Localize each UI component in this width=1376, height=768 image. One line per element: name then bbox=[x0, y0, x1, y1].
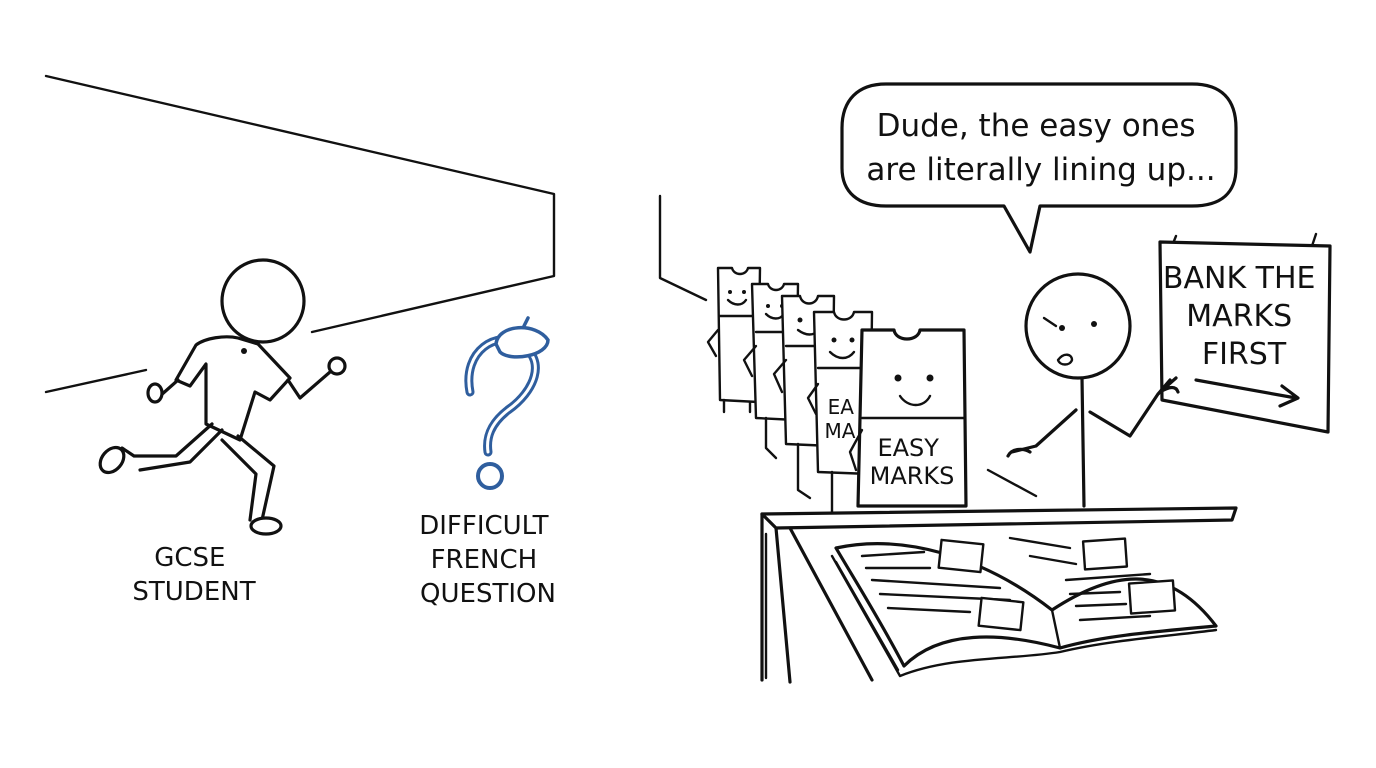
student-label: GCSE STUDENT bbox=[132, 543, 255, 607]
ticket-front-text: EASY MARKS bbox=[870, 434, 955, 490]
question-label-line-2: FRENCH bbox=[431, 545, 538, 575]
right-panel: Dude, the easy ones are literally lining… bbox=[658, 82, 1332, 684]
sign-line-1: BANK THE bbox=[1163, 261, 1316, 296]
student-shirt bbox=[174, 335, 292, 442]
student-label-line-1: GCSE bbox=[154, 543, 225, 573]
ticket-queue: EA MA EASY MARKS bbox=[706, 266, 968, 514]
question-label-line-3: QUESTION bbox=[420, 579, 556, 609]
ticket-behind-text: EA MA bbox=[825, 395, 861, 443]
speech-line-1: Dude, the easy ones bbox=[877, 108, 1196, 144]
teacher-head bbox=[1024, 272, 1132, 380]
speech-bubble: Dude, the easy ones are literally lining… bbox=[840, 82, 1238, 254]
student-label-line-2: STUDENT bbox=[132, 577, 255, 607]
sign-text: BANK THE MARKS FIRST bbox=[1163, 261, 1325, 372]
ticket-character-front: EASY MARKS bbox=[848, 328, 968, 508]
beret-icon bbox=[494, 325, 550, 359]
question-label-line-1: DIFFICULT bbox=[419, 511, 548, 541]
teacher-figure bbox=[986, 272, 1180, 508]
open-book-icon bbox=[830, 536, 1218, 678]
question-mark-icon bbox=[464, 316, 550, 490]
left-panel: GCSE STUDENT DIFFICULT FRENCH QUESTION bbox=[44, 74, 557, 609]
running-student-figure bbox=[98, 258, 347, 536]
ticket-front-line-1: EASY bbox=[877, 434, 939, 462]
question-label: DIFFICULT FRENCH QUESTION bbox=[419, 511, 557, 609]
ticket-behind-line-1: EA bbox=[828, 395, 855, 419]
speech-line-2: are literally lining up... bbox=[866, 152, 1215, 188]
sign-line-3: FIRST bbox=[1202, 337, 1287, 372]
student-head bbox=[220, 258, 306, 344]
corner-wall-lines bbox=[658, 194, 708, 302]
arrow-right-icon bbox=[1194, 378, 1300, 408]
corridor-lines bbox=[44, 74, 556, 394]
speech-text: Dude, the easy ones are literally lining… bbox=[866, 108, 1215, 188]
ticket-behind-line-2: MA bbox=[825, 419, 856, 443]
sign-line-2: MARKS bbox=[1186, 299, 1292, 334]
wall-sign: BANK THE MARKS FIRST bbox=[1158, 232, 1332, 434]
ticket-front-line-2: MARKS bbox=[870, 462, 955, 490]
desk bbox=[760, 506, 1238, 684]
